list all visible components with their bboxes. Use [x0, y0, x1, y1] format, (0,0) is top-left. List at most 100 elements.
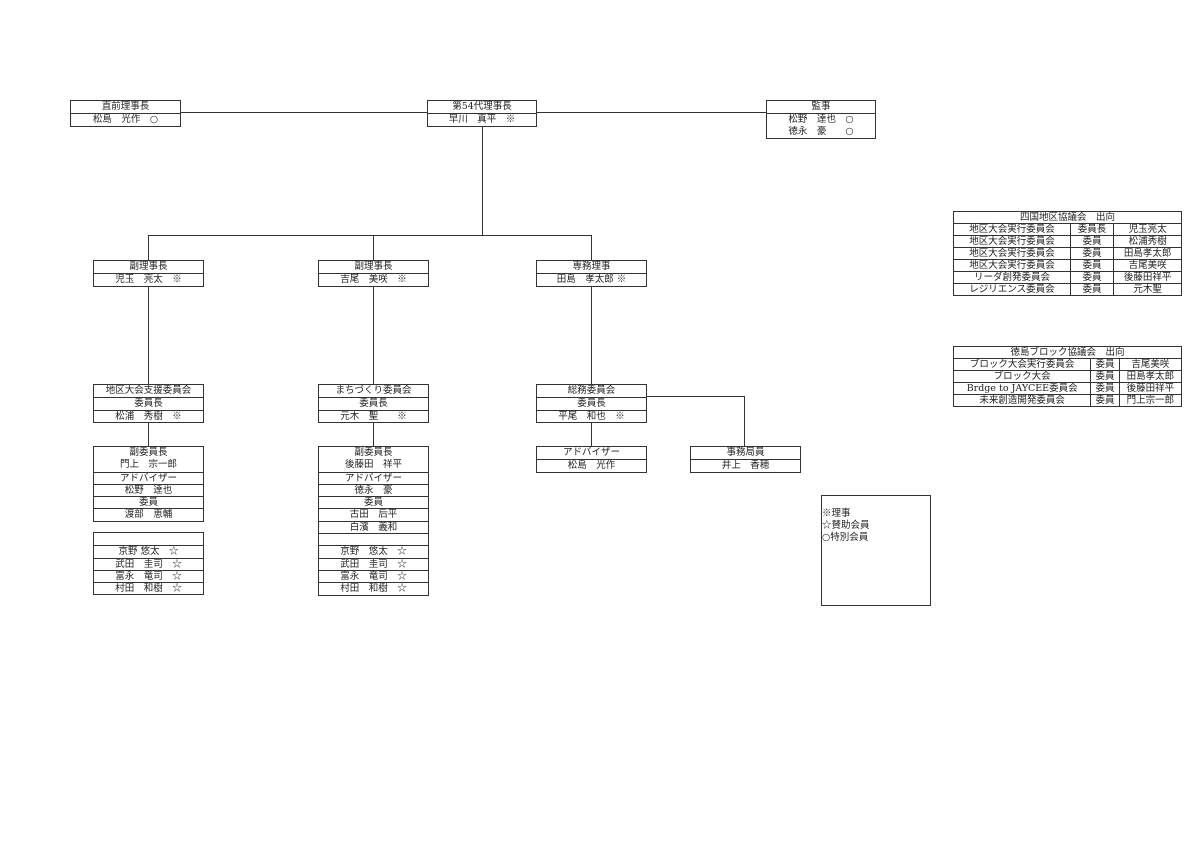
committee2-box: まちづくり委員会 委員長 元木 聖 ※	[318, 384, 429, 423]
member: 武田 圭司 ☆	[319, 557, 428, 570]
member: 村田 和樹 ☆	[94, 582, 203, 594]
role: 委員長	[537, 397, 646, 409]
shikoku-table: 四国地区協議会 出向地区大会実行委員会委員長児玉亮太地区大会実行委員会委員松浦秀…	[953, 211, 1182, 296]
title: 副理事長	[354, 261, 393, 272]
committee2-members: 副委員長 後藤田 祥平 アドバイザー 徳永 豪 委員 古田 后平 白濱 義和 京…	[318, 446, 429, 596]
member	[319, 533, 428, 545]
member: 渡部 恵輔	[94, 508, 203, 520]
table-row: ブロック大会実行委員会委員吉尾美咲	[952, 358, 1183, 371]
table-cell: 元木聖	[1113, 283, 1182, 296]
member: アドバイザー	[94, 471, 203, 484]
member: 門上 宗一郎	[119, 459, 177, 471]
member: 徳永 豪	[319, 483, 428, 496]
member: 白濱 義和	[319, 520, 428, 533]
table-cell: 松浦秀樹	[1113, 235, 1182, 248]
table-cell: 地区大会実行委員会	[953, 235, 1071, 248]
table-cell: 後藤田祥平	[1113, 271, 1182, 284]
table-cell: Brdge to JAYCEE委員会	[952, 382, 1092, 395]
connector	[744, 396, 745, 446]
member	[94, 533, 203, 545]
role: 委員長	[94, 397, 203, 409]
table-title: 四国地区協議会 出向	[953, 211, 1182, 224]
table-cell: 地区大会実行委員会	[953, 223, 1071, 236]
tokushima-table: 徳島ブロック協議会 出向ブロック大会実行委員会委員吉尾美咲ブロック大会委員田島孝…	[952, 346, 1183, 407]
table-row: 地区大会実行委員会委員田島孝太郎	[953, 247, 1182, 260]
connector	[591, 235, 592, 384]
title: 専務理事	[572, 261, 611, 272]
table-header: 四国地区協議会 出向	[953, 211, 1182, 224]
table-row: 地区大会実行委員会委員吉尾美咲	[953, 259, 1182, 272]
committee1-box: 地区大会支援委員会 委員長 松浦 秀樹 ※	[93, 384, 204, 423]
table-header: 徳島ブロック協議会 出向	[953, 346, 1182, 359]
connector	[148, 235, 149, 384]
table-cell: 地区大会実行委員会	[953, 259, 1071, 272]
member: 副委員長	[354, 447, 393, 458]
past-president-box: 直前理事長 松島 光作 ○	[70, 100, 181, 127]
member: 京野 悠太 ☆	[94, 545, 203, 557]
table-row: Brdge to JAYCEE委員会委員後藤田祥平	[952, 382, 1183, 395]
legend-item: ○特別会員	[822, 532, 869, 543]
name: 早川 真平 ※	[428, 113, 536, 125]
title: 副理事長	[129, 261, 168, 272]
table-cell: 委員	[1069, 259, 1115, 272]
table-cell: 委員	[1069, 235, 1115, 248]
title: まちづくり委員会	[335, 385, 412, 396]
table-cell: 未来創造開発委員会	[952, 394, 1092, 407]
table-cell: 後藤田祥平	[1118, 382, 1183, 395]
legend-item: ☆賛助会員	[822, 520, 870, 531]
table-cell: 委員	[1090, 370, 1120, 383]
table-row: 地区大会実行委員会委員松浦秀樹	[953, 235, 1182, 248]
table-cell: 地区大会実行委員会	[953, 247, 1071, 260]
table-cell: 委員	[1069, 283, 1115, 296]
title: 監事	[811, 101, 831, 112]
member: 武田 圭司 ☆	[94, 557, 203, 570]
committee1-members: 副委員長 門上 宗一郎 アドバイザー 松野 達也 委員 渡部 恵輔	[93, 446, 204, 522]
table-cell: 吉尾美咲	[1113, 259, 1182, 272]
table-cell: 委員	[1069, 271, 1115, 284]
name: 児玉 亮太 ※	[94, 273, 203, 285]
name: 松島 光作	[537, 459, 646, 471]
member: 古田 后平	[319, 508, 428, 520]
connector	[373, 421, 374, 446]
role: 委員長	[319, 397, 428, 409]
chair: 元木 聖 ※	[319, 409, 428, 422]
connector	[591, 421, 592, 446]
name: 松野 達也 ○	[767, 113, 875, 125]
title: 事務局員	[726, 447, 765, 458]
office-staff-box: 事務局員 井上 香穂	[690, 446, 801, 473]
table-row: レジリエンス委員会委員元木聖	[953, 283, 1182, 296]
table-cell: レジリエンス委員会	[953, 283, 1071, 296]
name: 徳永 豪 ○	[788, 125, 854, 137]
member: 副委員長	[129, 447, 168, 458]
connector	[373, 235, 374, 384]
advisor-box: アドバイザー 松島 光作	[536, 446, 647, 473]
member: 富永 竜司 ☆	[94, 569, 203, 582]
vp2-box: 副理事長 吉尾 美咲 ※	[318, 260, 429, 287]
title: 第54代理事長	[452, 101, 512, 112]
name: 吉尾 美咲 ※	[319, 273, 428, 285]
table-cell: 委員	[1090, 382, 1120, 395]
table-cell: 委員長	[1069, 223, 1115, 236]
legend-box: ※理事 ☆賛助会員 ○特別会員	[821, 495, 931, 606]
table-cell: 児玉亮太	[1113, 223, 1182, 236]
table-cell: ブロック大会実行委員会	[952, 358, 1092, 371]
legend-item: ※理事	[822, 508, 851, 519]
connector	[148, 421, 149, 446]
name: 松島 光作 ○	[71, 113, 180, 125]
member: 委員	[94, 496, 203, 508]
table-row: 地区大会実行委員会委員長児玉亮太	[953, 223, 1182, 236]
table-title: 徳島ブロック協議会 出向	[953, 346, 1182, 359]
connector	[482, 124, 483, 235]
title: アドバイザー	[562, 447, 620, 458]
name: 田島 孝太郎 ※	[537, 273, 646, 285]
table-cell: 門上宗一郎	[1118, 394, 1183, 407]
member: アドバイザー	[319, 471, 428, 484]
managing-director-box: 専務理事 田島 孝太郎 ※	[536, 260, 647, 287]
president-box: 第54代理事長 早川 真平 ※	[427, 100, 537, 127]
title: 地区大会支援委員会	[105, 385, 192, 396]
member: 村田 和樹 ☆	[319, 582, 428, 594]
member: 松野 達也	[94, 483, 203, 496]
table-cell: ブロック大会	[952, 370, 1092, 383]
member: 京野 悠太 ☆	[319, 545, 428, 557]
